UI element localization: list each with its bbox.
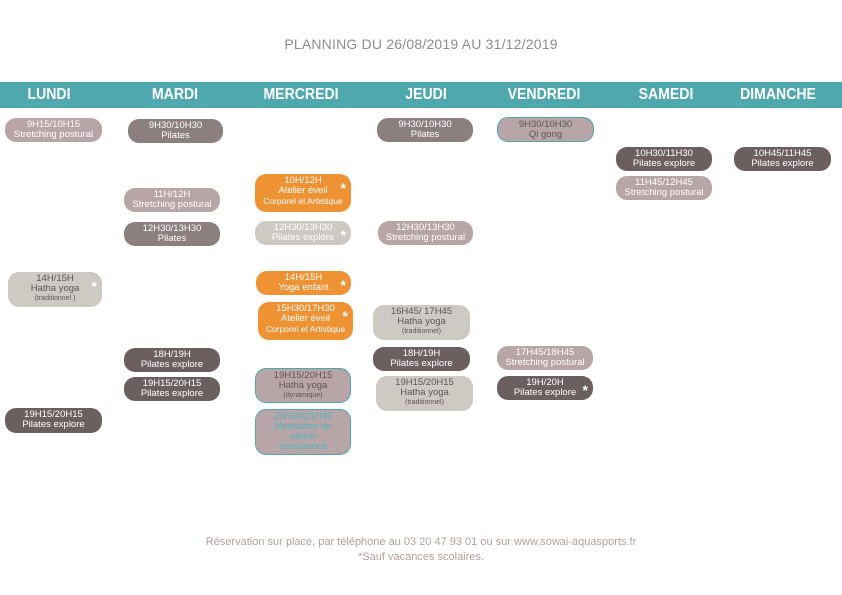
day-lundi: LUNDI [27,86,71,103]
day-vendredi: VENDREDI [507,86,581,103]
session-name: Méditation de pleine conscience [274,421,332,452]
session-name: Pilates explore [632,158,696,169]
session-time: 11H/12H [153,189,191,200]
session-name: Hatha yoga [278,380,328,391]
session-name: Pilates explore [513,387,577,398]
session-name: Stretching postural [13,129,94,140]
session-name: Atelier éveil [280,313,331,324]
session-time: 18H/19H [402,348,441,359]
session-time: 10H45/11H45 [753,148,812,159]
day-mardi: MARDI [151,86,199,103]
session-time: 19H15/20H15 [24,409,83,420]
session-name: Pilates explore [751,158,814,169]
session-name: Stretching postural [505,357,585,368]
session-time: 9H30/10H30 [398,119,452,130]
session-note: (traditionnel ) [34,295,76,302]
star-icon: * [91,278,97,294]
days-header-bar: LUNDI MARDI MERCREDI JEUDI VENDREDI SAME… [0,82,842,108]
session-name: Pilates explore [271,232,335,243]
session-time: 10H/12H [284,175,322,186]
session-name: Pilates [157,233,187,244]
session-name: Pilates explore [140,388,204,399]
session-time: 9H30/10H30 [148,120,203,131]
session-time: 14H/15H [284,272,323,283]
session-time: 11H45/12H45 [635,177,693,188]
star-icon: * [340,227,346,243]
star-icon: * [582,382,588,398]
session-time: 17H45/18H45 [515,347,575,358]
session-time: 20H30/21H30 [273,411,333,422]
session-name: Yoga enfant [278,282,329,293]
session-name: Pilates explore [22,419,85,430]
session-name: Pilates [410,129,440,140]
day-samedi: SAMEDI [638,86,694,103]
session-time: 12H30/13H30 [273,222,333,233]
day-mercredi: MERCREDI [263,86,339,103]
session-note: Corporel et Artistique [263,196,343,206]
session-time: 19H15/20H15 [142,378,202,389]
session-time: 10H30/11H30 [635,148,693,159]
session-time: 12H30/13H30 [142,223,202,234]
session-time: 9H15/10H15 [26,119,81,130]
session-name: Hatha yoga [397,316,446,327]
session-name: Pilates [161,130,190,141]
page-title: PLANNING DU 26/08/2019 AU 31/12/2019 [284,36,558,52]
session-time: 19H15/20H15 [395,377,454,388]
session-time: 19H15/20H15 [273,370,333,381]
session-name: Pilates explore [390,358,453,369]
session-time: 16H45/ 17H45 [390,306,453,317]
session-name: Pilates explore [140,359,204,370]
session-time: 12H30/13H30 [396,222,455,233]
session-name: Hatha yoga [30,283,80,294]
session-time: 15H30/17H30 [276,303,335,314]
session-note: (traditionnel) [402,328,441,335]
session-note: Corporel et Artistique [265,324,346,334]
session-note: (dynamique) [283,392,323,399]
star-icon: * [340,180,346,196]
session-time: 19H/20H [526,377,564,388]
session-time: 14H/15H [36,273,74,284]
session-name: Hatha yoga [400,387,449,398]
star-icon: * [342,308,348,324]
session-time: 18H/19H [153,349,191,360]
reservation-info: Réservation sur place, par téléphone au … [205,536,637,548]
session-name: Stretching postural [385,232,466,243]
session-name: Stretching postural [624,187,704,198]
day-jeudi: JEUDI [405,86,447,103]
star-icon: * [340,277,346,293]
session-name: Atelier éveil [278,185,328,196]
holiday-note: *Sauf vacances scolaires. [358,551,484,563]
session-name: Stretching postural [132,199,212,210]
session-time: 9H30/10H30 [518,119,573,130]
session-name: Qi gong [528,129,563,140]
session-note: (traditionnel) [405,399,444,406]
day-dimanche: DIMANCHE [740,86,816,103]
